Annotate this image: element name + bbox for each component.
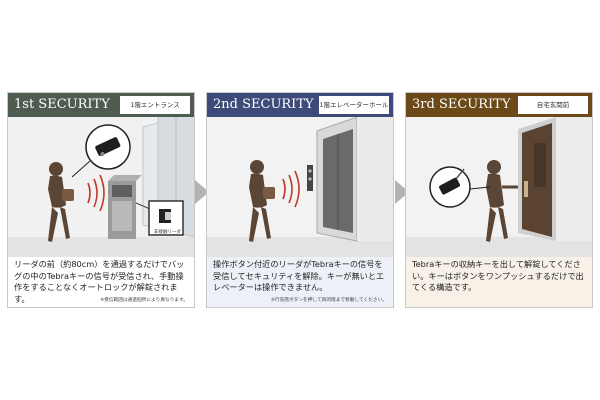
tebra-key-icon [71,124,131,178]
step-arrow-icon [195,180,209,204]
woman-silhouette-icon [249,160,275,242]
reader-callout [135,200,184,236]
panel-location: 1階エレベーターホール [319,96,389,114]
elevator-icon [307,117,393,242]
panel-title: 2nd SECURITY [213,97,314,112]
panel-title: 3rd SECURITY [412,97,511,112]
scene-front-door [406,117,592,257]
step-arrow-icon [395,180,409,204]
signal-waves-icon [282,170,300,208]
panel-header: 1st SECURITY 1階エントランス [8,93,194,117]
panel-description: Tebraキーの収納キーを出して解錠してください。キーはボタンをワンプッシュする… [412,259,584,292]
panel-title: 1st SECURITY [14,97,110,112]
woman-silhouette-icon [486,160,518,242]
panel-header: 3rd SECURITY 自宅玄関前 [406,93,592,117]
panel-note: ※受信範囲は通過個所により異なります。 [100,298,188,303]
tebra-key-icon [429,166,491,208]
panel-location: 自宅玄関前 [518,96,588,114]
scene-entrance: 非接触リーダ [8,117,194,257]
scene-elevator-hall [207,117,393,257]
security-panel-3: 3rd SECURITY 自宅玄関前 [405,92,593,308]
woman-silhouette-icon [48,162,74,242]
front-door-icon [518,117,592,241]
security-panel-1: 1st SECURITY 1階エントランス [7,92,195,308]
signal-waves-icon [87,174,105,212]
panel-note: ※行先階ボタンを押して目的階まで移動してください。 [270,298,387,303]
panel-description: 操作ボタン付近のリーダがTebraキーの信号を受信してセキュリティを解除。キーが… [213,259,385,292]
panel-header: 2nd SECURITY 1階エレベーターホール [207,93,393,117]
intercom-panel-icon [108,175,142,239]
security-panel-2: 2nd SECURITY 1階エレベーターホール [206,92,394,308]
panel-location: 1階エントランス [120,96,190,114]
panel-description: リーダの前（約80cm）を通過するだけでバッグの中のTebraキーの信号が受信さ… [14,259,185,304]
reader-label: 非接触リーダ [154,228,181,235]
